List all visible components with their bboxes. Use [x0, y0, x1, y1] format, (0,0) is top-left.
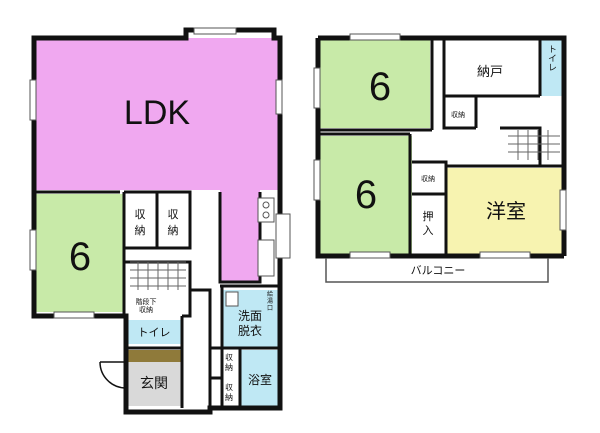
storage-mid-label: 収納	[421, 174, 435, 183]
water-heater-label-1: 給	[267, 290, 273, 298]
storage-lower-label-1: 収	[225, 382, 233, 392]
oshiire-label-2: 入	[423, 224, 434, 237]
interior-walls-2f	[318, 38, 564, 256]
windows-1f	[29, 27, 291, 319]
closet-a-label-2: 納	[135, 224, 146, 237]
toilet-2f-label: トイレ	[546, 45, 557, 72]
storage-upper-label-1: 収	[225, 352, 233, 362]
washitsu-1f	[34, 194, 124, 312]
oshiire-label-1: 押	[423, 209, 434, 223]
storage-lower-label-2: 納	[225, 392, 233, 402]
toilet-2f-room	[540, 40, 562, 96]
closet-a-label-1: 収	[135, 208, 146, 221]
storage-upper-label-2: 納	[225, 362, 233, 372]
kitchen-fixtures	[225, 197, 275, 307]
genkan-step	[126, 350, 182, 362]
under-stair-label-1: 階段下	[136, 297, 157, 306]
windows-2f	[313, 33, 567, 259]
floor-1: LDK 6 収 納 収 納 階段下 収納 トイレ 玄関 給 湯 口 洗面 脱衣 …	[29, 27, 291, 415]
genkan-door	[99, 361, 127, 389]
ldk-label: LDK	[124, 94, 190, 132]
toilet-1f-label: トイレ	[138, 326, 171, 339]
genkan-label: 玄関	[140, 375, 168, 392]
yoshitsu-label: 洋室	[486, 199, 526, 223]
water-heater-label-3: 口	[267, 305, 273, 312]
storage-right-label: 収納	[451, 110, 465, 119]
washitsu-1f-label: 6	[69, 235, 91, 279]
under-stair-label-2: 収納	[139, 305, 153, 314]
toilet-1f-room	[126, 320, 182, 344]
bath-room	[240, 350, 280, 406]
water-heater-label-2: 湯	[267, 297, 273, 305]
washitsu-upper-label: 6	[369, 65, 391, 109]
washitsu-upper	[318, 40, 430, 128]
stairs-2f	[508, 130, 560, 160]
stairs-1f	[130, 261, 186, 290]
ldk-room	[34, 38, 280, 190]
senmen-label-2: 脱衣	[238, 323, 262, 338]
yoshitsu-room	[446, 168, 566, 254]
senmen-label-1: 洗面	[238, 309, 262, 323]
balcony	[325, 258, 549, 283]
closet-b-label-1: 収	[168, 208, 179, 221]
washitsu-lower-label: 6	[355, 173, 377, 217]
balcony-label: バルコニー	[411, 264, 466, 277]
floor-2: 6 6 納戸 トイレ 収納 収納 押 入 洋室 バルコニー	[313, 33, 567, 283]
bath-label: 浴室	[248, 372, 272, 387]
nando-label: 納戸	[477, 65, 503, 80]
kitchen-area	[220, 190, 260, 282]
closet-b-label-2: 納	[168, 224, 179, 237]
washitsu-lower	[318, 136, 412, 254]
